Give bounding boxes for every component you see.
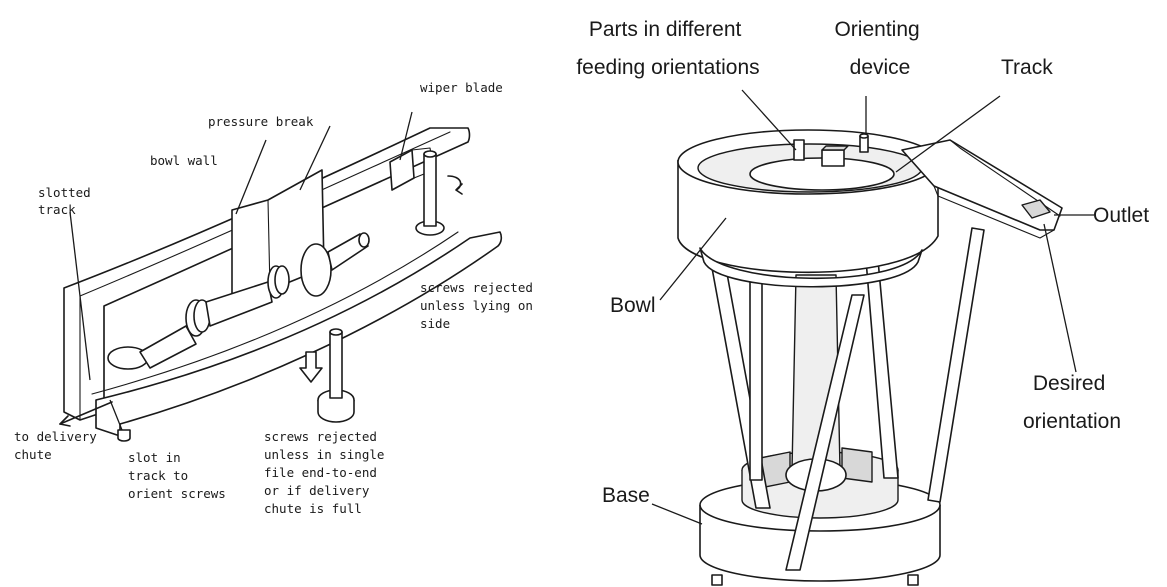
label-orienting-device: Orienting device [834, 18, 925, 79]
screw-orienting-track-diagram: wiper blade pressure break bowl wall slo… [14, 80, 540, 516]
label-track: Track [1001, 56, 1053, 79]
label-bowl-wall: bowl wall [150, 153, 218, 168]
label-parts-orientations: Parts in different feeding orientations [576, 18, 759, 79]
feeder-track [901, 139, 1063, 239]
rejected-screw [317, 328, 355, 423]
outlet-part [1021, 199, 1051, 219]
track-support-leg [927, 227, 985, 503]
label-to-delivery-chute: to delivery chute [14, 429, 104, 462]
screws-on-track [107, 232, 370, 370]
spring-leg [865, 259, 899, 479]
label-screws-rejected-side: screws rejected unless lying on side [420, 280, 540, 331]
vibratory-bowl-feeder-diagram: Parts in different feeding orientations … [576, 18, 1149, 586]
feeder-bowl [677, 129, 939, 288]
spring-leg [749, 281, 763, 481]
label-wiper-blade: wiper blade [420, 80, 503, 95]
label-bowl: Bowl [610, 294, 656, 317]
spring-leg [785, 294, 865, 571]
slotted-track-plate [95, 231, 503, 437]
down-arrow-icon [299, 351, 323, 383]
parts-in-bowl [793, 133, 869, 167]
standing-screw [415, 150, 463, 236]
label-screws-rejected-single-file: screws rejected unless in single file en… [264, 429, 392, 516]
label-desired-orientation: Desired orientation [1023, 372, 1121, 433]
label-base: Base [602, 484, 650, 507]
label-pressure-break: pressure break [208, 114, 314, 129]
label-slotted-track: slotted track [38, 185, 98, 217]
label-slot-in-track: slot in track to orient screws [128, 450, 226, 501]
label-outlet: Outlet [1093, 204, 1149, 227]
